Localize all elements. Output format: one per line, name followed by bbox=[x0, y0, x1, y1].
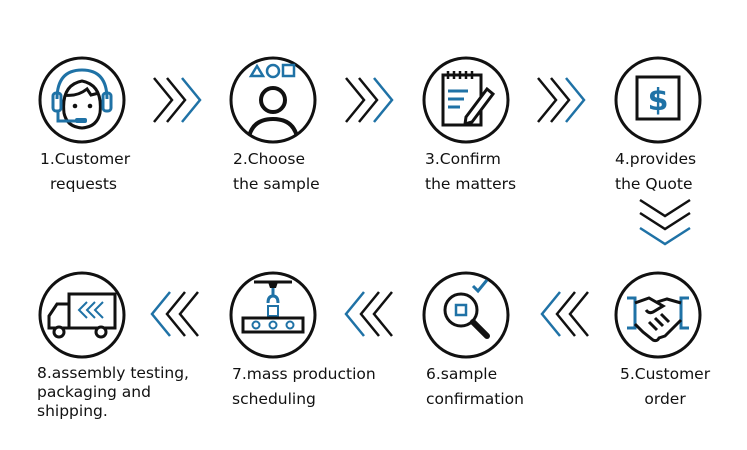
step-2-user-shapes-icon bbox=[228, 55, 318, 145]
step-4-dollar-quote-icon: $ bbox=[613, 55, 703, 145]
step-5-handshake-icon bbox=[613, 270, 703, 360]
arrow-down-chevrons-icon bbox=[639, 198, 691, 246]
step-8-delivery-truck-icon bbox=[37, 270, 127, 360]
arrow-right-chevrons-icon bbox=[153, 77, 202, 123]
svg-text:$: $ bbox=[648, 83, 669, 118]
step-7-production-line-icon bbox=[228, 270, 318, 360]
step-1-headset-agent-icon bbox=[37, 55, 127, 145]
arrow-right-chevrons-icon bbox=[345, 77, 394, 123]
step-6-magnifier-check-icon bbox=[421, 270, 511, 360]
arrow-left-chevrons-icon bbox=[150, 291, 199, 337]
step-3-document-pencil-icon bbox=[421, 55, 511, 145]
arrow-right-chevrons-icon bbox=[537, 77, 586, 123]
arrow-left-chevrons-icon bbox=[344, 291, 393, 337]
arrow-left-chevrons-icon bbox=[540, 291, 589, 337]
